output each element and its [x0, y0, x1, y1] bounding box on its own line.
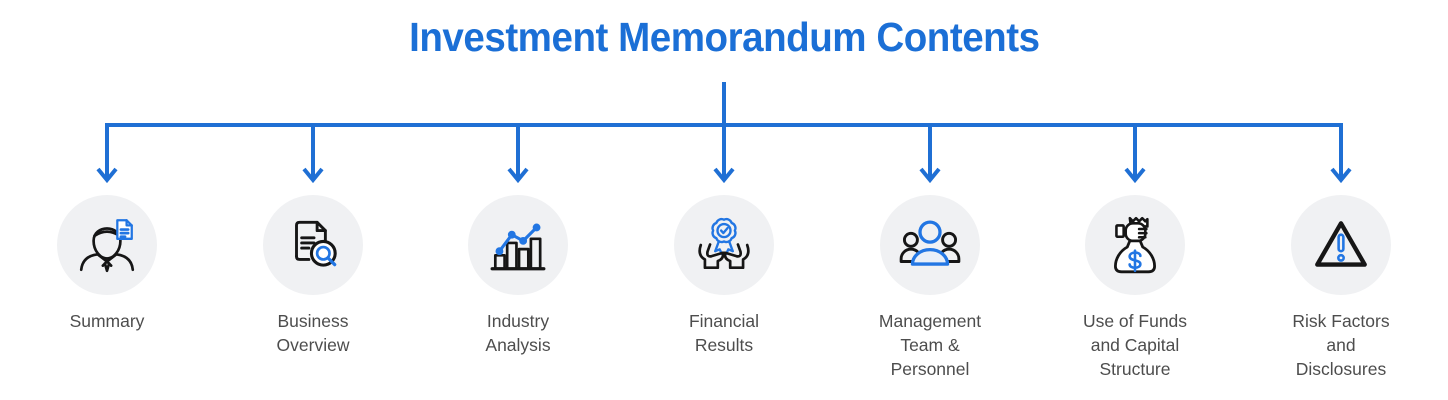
- memo-item-risk-factors: Risk Factors and Disclosures: [1238, 195, 1444, 381]
- item-label: Risk Factors and Disclosures: [1292, 311, 1390, 380]
- item-icon-circle: [674, 195, 774, 295]
- item-icon-circle: [57, 195, 157, 295]
- item-icon-circle: [1085, 195, 1185, 295]
- item-label: Business Overview: [276, 311, 350, 356]
- memo-item-business-overview: Business Overview: [210, 195, 416, 357]
- bar-chart-trend-icon: [490, 223, 546, 271]
- item-label: Financial Results: [688, 311, 760, 356]
- money-bag-hand-icon: [1114, 216, 1156, 274]
- item-icon-circle: [468, 195, 568, 295]
- memo-item-management-team: Management Team & Personnel: [827, 195, 1033, 381]
- page-title: Investment Memorandum Contents: [0, 14, 1448, 61]
- memo-item-summary: Summary: [4, 195, 210, 333]
- page-title-text: Investment Memorandum Contents: [408, 14, 1040, 60]
- person-document-icon: [79, 219, 135, 273]
- arrow-down-icon: [96, 123, 1352, 184]
- memo-item-financial-results: Financial Results: [621, 195, 827, 357]
- item-label: Summary: [69, 311, 145, 331]
- item-icon-circle: [1291, 195, 1391, 295]
- tree-connector-lines: [96, 82, 1352, 184]
- item-label: Management Team & Personnel: [878, 311, 982, 380]
- warning-triangle-icon: [1315, 221, 1367, 267]
- memo-item-industry-analysis: Industry Analysis: [415, 195, 621, 357]
- item-icon-circle: [880, 195, 980, 295]
- hands-award-badge-icon: [698, 217, 750, 270]
- item-label: Industry Analysis: [485, 311, 551, 356]
- item-icon-circle: [263, 195, 363, 295]
- document-magnifier-icon: [295, 220, 337, 267]
- memo-item-use-of-funds: Use of Funds and Capital Structure: [1032, 195, 1238, 381]
- team-people-icon: [899, 220, 961, 266]
- item-label: Use of Funds and Capital Structure: [1082, 311, 1188, 380]
